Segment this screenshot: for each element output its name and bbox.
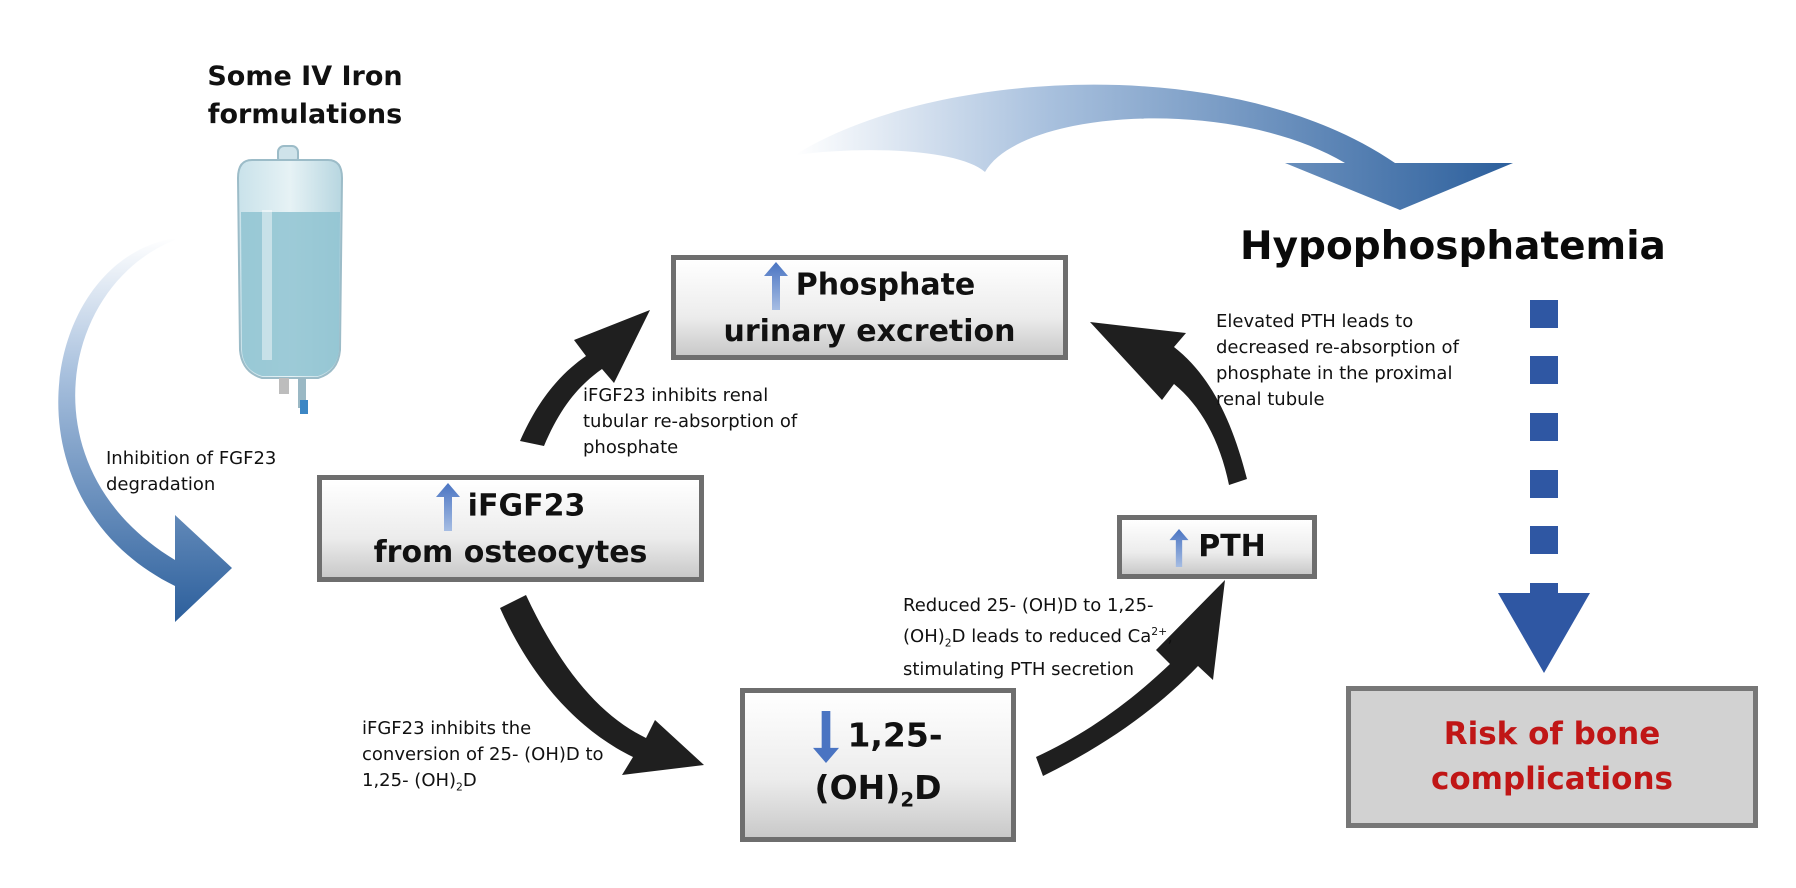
- risk-box-line1: Risk of bone: [1443, 716, 1661, 752]
- iv-iron-line1: Some IV Iron: [207, 61, 403, 92]
- annotation-reduced-line1: Reduced 25- (OH)D to 1,25-: [903, 595, 1154, 616]
- ifgf23-box-line2: from osteocytes: [373, 534, 648, 570]
- annotation-elevated-pth-line3: phosphate in the proximal: [1216, 363, 1453, 384]
- annotation-reduced-line2a: (OH): [903, 626, 945, 647]
- arrow-vitd-to-pth: [1036, 580, 1225, 776]
- up-arrow-icon: [1169, 528, 1189, 567]
- annotation-reduced-line3: stimulating PTH secretion: [903, 658, 1135, 680]
- pth-box-label: PTH: [1198, 529, 1266, 564]
- annotation-conversion-line1: iFGF23 inhibits the: [362, 718, 532, 739]
- annotation-reduced: Reduced 25- (OH)D to 1,25- (OH)2D leads …: [903, 593, 1173, 683]
- annotation-conversion-line3: 1,25- (OH): [362, 770, 457, 791]
- left-curved-arrow-to-ifgf23: [58, 238, 232, 622]
- annotation-renal-line1: iFGF23 inhibits renal: [583, 385, 769, 406]
- risk-box-line2: complications: [1431, 761, 1673, 797]
- annotation-reduced-line2b: D leads to reduced Ca: [951, 626, 1152, 647]
- dashed-arrow-to-risk: [1498, 300, 1590, 673]
- annotation-renal: iFGF23 inhibits renal tubular re-absorpt…: [583, 383, 797, 461]
- iv-bag-illustration: [236, 145, 344, 414]
- up-arrow-icon: [763, 261, 788, 310]
- annotation-elevated-pth-line1: Elevated PTH leads to: [1216, 311, 1414, 332]
- big-curved-arrow-to-hypophosphatemia: [795, 84, 1513, 210]
- vitd-box: 1,25- (OH)2D: [740, 688, 1016, 842]
- annotation-inhibition-line2: degradation: [106, 474, 216, 495]
- ifgf23-box-line1: iFGF23: [467, 488, 586, 523]
- phosphate-box-line1: Phosphate: [795, 267, 976, 302]
- down-arrow-icon: [813, 710, 840, 763]
- annotation-inhibition-line1: Inhibition of FGF23: [106, 448, 277, 469]
- phosphate-box-line2: urinary excretion: [723, 313, 1016, 349]
- arrow-ifgf23-to-phosphate: [520, 310, 650, 446]
- annotation-elevated-pth-line4: renal tubule: [1216, 389, 1325, 410]
- annotation-elevated-pth: Elevated PTH leads to decreased re-absor…: [1216, 309, 1459, 413]
- vitd-box-suffix: D: [914, 767, 942, 807]
- annotation-reduced-subscript: 2: [944, 636, 952, 650]
- annotation-renal-line2: tubular re-absorption of: [583, 411, 798, 432]
- annotation-inhibition: Inhibition of FGF23 degradation: [106, 446, 276, 498]
- annotation-conversion-subscript: 2: [456, 780, 463, 794]
- annotation-reduced-line2c: ,: [1167, 626, 1173, 647]
- up-arrow-icon: [435, 482, 460, 531]
- annotation-reduced-superscript: 2+: [1151, 625, 1168, 638]
- vitd-box-label: 1,25- (OH): [814, 715, 943, 807]
- hypophosphatemia-title: Hypophosphatemia: [1240, 224, 1666, 269]
- ifgf23-box: iFGF23 from osteocytes: [317, 475, 704, 582]
- iv-iron-line2: formulations: [207, 99, 403, 130]
- risk-box: Risk of bone complications: [1346, 686, 1758, 828]
- annotation-elevated-pth-line2: decreased re-absorption of: [1216, 337, 1459, 358]
- phosphate-excretion-box: Phosphate urinary excretion: [671, 255, 1068, 360]
- vitd-box-subscript: 2: [900, 788, 915, 812]
- arrow-pth-to-phosphate: [1090, 322, 1247, 485]
- annotation-conversion-line2: conversion of 25- (OH)D to: [362, 744, 604, 765]
- pth-box: PTH: [1117, 515, 1317, 579]
- arrow-ifgf23-to-vitd: [500, 595, 704, 775]
- annotation-conversion-suffix: D: [462, 770, 477, 791]
- annotation-conversion: iFGF23 inhibits the conversion of 25- (O…: [362, 716, 604, 801]
- iv-iron-heading: Some IV Iron formulations: [190, 58, 420, 134]
- annotation-renal-line3: phosphate: [583, 437, 679, 458]
